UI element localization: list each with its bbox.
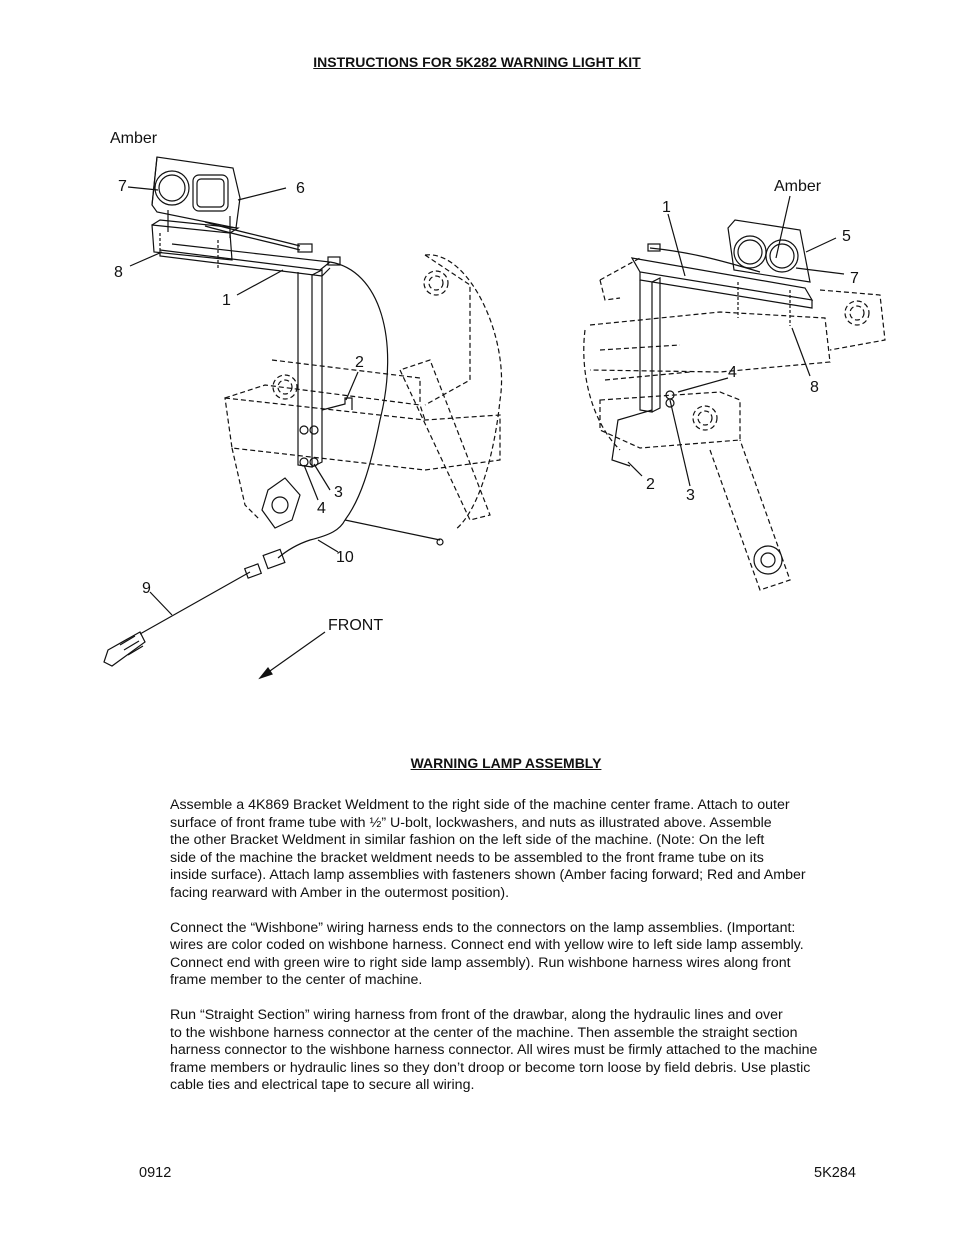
text-line: frame members or hydraulic lines so they… [170, 1059, 811, 1076]
text-line: inside surface). Attach lamp assemblies … [170, 867, 806, 883]
right-callout-8: 8 [810, 379, 819, 396]
left-callout-7: 7 [118, 178, 127, 195]
text-line: wires are color coded on wishbone harnes… [170, 937, 804, 953]
left-callout-8: 8 [114, 264, 123, 281]
right-callout-7: 7 [850, 270, 859, 287]
text-line: to the wishbone harness connector at the… [170, 1024, 798, 1041]
left-callout-2: 2 [355, 354, 364, 371]
text-line: cable ties and electrical tape to secure… [170, 1077, 475, 1093]
text-line: facing rearward with Amber in the outerm… [170, 884, 510, 901]
front-direction-label: FRONT [328, 617, 383, 634]
text-line: Connect the “Wishbone” wiring harness en… [170, 919, 796, 936]
right-callout-5: 5 [842, 228, 851, 245]
right-lamp-assembly [583, 219, 886, 591]
text-line: Connect end with green wire to right sid… [170, 954, 791, 971]
right-callout-1: 1 [662, 199, 671, 216]
text-line: harness connector to the wishbone harnes… [170, 1042, 818, 1058]
text-line: surface of front frame tube with ½” U-bo… [170, 814, 772, 831]
paragraph-1: Assemble a 4K869 Bracket Weldment to the… [170, 797, 895, 902]
left-callout-1: 1 [222, 292, 231, 309]
text-line: the other Bracket Weldment in similar fa… [170, 832, 765, 848]
left-callout-10: 10 [336, 549, 354, 566]
text-line: side of the machine the bracket weldment… [170, 849, 764, 866]
left-callout-9: 9 [142, 580, 151, 597]
paragraph-3: Run “Straight Section” wiring harness fr… [170, 1007, 895, 1095]
right-callout-3: 3 [686, 487, 695, 504]
left-lamp-assembly [103, 156, 503, 667]
page-title: INSTRUCTIONS FOR 5K282 WARNING LIGHT KIT [313, 54, 641, 70]
text-line: Run “Straight Section” wiring harness fr… [170, 1007, 783, 1023]
footer-part-number: 5K284 [814, 1165, 856, 1181]
right-amber-label: Amber [774, 178, 822, 195]
paragraph-2: Connect the “Wishbone” wiring harness en… [170, 920, 895, 990]
left-amber-label: Amber [110, 130, 158, 147]
right-callout-2: 2 [646, 476, 655, 493]
warning-light-kit-diagram: Amber 7 6 8 1 2 3 4 10 9 FRONT Amber 1 5… [103, 130, 886, 680]
text-line: Assemble a 4K869 Bracket Weldment to the… [170, 797, 790, 813]
section-heading: WARNING LAMP ASSEMBLY [410, 755, 602, 771]
instructions-body: Assemble a 4K869 Bracket Weldment to the… [170, 797, 895, 1112]
left-callout-6: 6 [296, 180, 305, 197]
left-callout-3: 3 [334, 484, 343, 501]
left-callout-4: 4 [317, 500, 326, 517]
text-line: frame member to the center of machine. [170, 972, 423, 988]
footer-date-code: 0912 [139, 1165, 172, 1181]
right-callout-4: 4 [728, 364, 737, 381]
